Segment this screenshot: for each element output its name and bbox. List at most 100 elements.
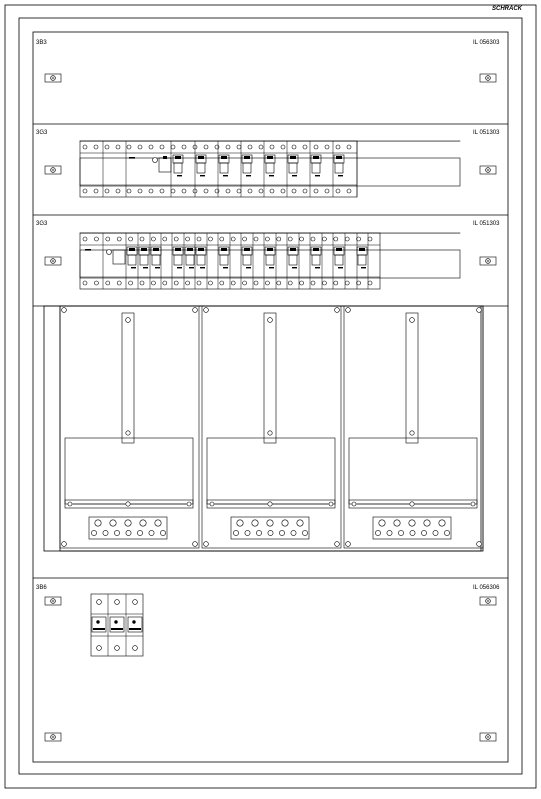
- breaker-mark: [315, 175, 320, 176]
- meter-window: [65, 438, 193, 504]
- terminal-hole: [252, 520, 258, 526]
- breaker-mark: [361, 267, 366, 268]
- breaker-mark: [315, 267, 320, 268]
- terminal-hole: [281, 189, 285, 193]
- terminal-hole: [94, 237, 98, 241]
- corner-screw: [346, 308, 351, 313]
- switch-handle: [93, 628, 105, 630]
- strap-screw: [126, 318, 131, 323]
- terminal-hole: [129, 281, 133, 285]
- terminal-hole: [345, 237, 349, 241]
- terminal-hole: [149, 189, 153, 193]
- terminal-hole: [215, 145, 219, 149]
- breaker-toggle: [313, 248, 319, 251]
- terminal-hole: [233, 530, 238, 535]
- terminal-hole: [125, 520, 131, 526]
- breaker-mark: [223, 267, 228, 268]
- terminal-hole: [336, 145, 340, 149]
- terminal-screw: [210, 502, 214, 506]
- terminal-hole: [311, 281, 315, 285]
- terminal-hole: [231, 237, 235, 241]
- terminal-hole: [174, 281, 178, 285]
- terminal-hole: [254, 237, 258, 241]
- breaker-mark: [223, 175, 228, 176]
- switch-terminal: [133, 600, 138, 605]
- breaker-toggle: [313, 156, 319, 159]
- terminal-hole: [314, 189, 318, 193]
- terminal-hole: [243, 281, 247, 285]
- terminal-hole: [140, 520, 146, 526]
- breaker-toggle: [336, 248, 342, 251]
- breaker-window: [140, 255, 148, 265]
- terminal-hole: [117, 237, 121, 241]
- terminal-hole: [186, 237, 190, 241]
- switch-handle: [129, 628, 141, 630]
- switch-handle: [111, 628, 123, 630]
- section-1-id: 3B3: [36, 40, 47, 46]
- terminal-hole: [231, 281, 235, 285]
- strap-screw: [410, 431, 414, 435]
- corner-screw: [62, 308, 67, 313]
- breaker-window: [174, 255, 182, 265]
- terminal-hole: [347, 145, 351, 149]
- breaker-toggle: [290, 248, 296, 251]
- meter-window: [207, 438, 335, 504]
- terminal-hole: [208, 237, 212, 241]
- section-3-id: 3G3: [36, 221, 47, 227]
- corner-screw: [477, 308, 482, 313]
- meter-window: [349, 438, 477, 504]
- terminal-hole: [291, 530, 296, 535]
- switch-pole-dot: [133, 621, 136, 624]
- terminal-hole: [110, 520, 116, 526]
- breaker-toggle: [267, 248, 273, 251]
- corner-screw: [204, 308, 209, 313]
- breaker-mark: [292, 267, 297, 268]
- breaker-toggle: [267, 156, 273, 159]
- terminal-hole: [421, 530, 426, 535]
- terminal-hole: [138, 145, 142, 149]
- breaker-toggle: [290, 156, 296, 159]
- breaker-toggle: [359, 248, 365, 251]
- terminal-hole: [137, 530, 142, 535]
- terminal-hole: [297, 520, 303, 526]
- switch-pole-dot: [115, 621, 118, 624]
- terminal-hole: [345, 281, 349, 285]
- section-2-id: 3G3: [36, 130, 47, 136]
- test-button: [153, 158, 158, 163]
- terminal-hole: [281, 145, 285, 149]
- module-block: [80, 141, 357, 197]
- terminal-hole: [325, 145, 329, 149]
- breaker-window: [152, 255, 160, 265]
- rcd-window: [159, 158, 171, 172]
- terminal-hole: [303, 145, 307, 149]
- terminal-hole: [302, 530, 307, 535]
- section-2-ref: IL 051303: [473, 130, 499, 136]
- breaker-mark: [292, 175, 297, 176]
- terminal-screw: [471, 502, 475, 506]
- breaker-toggle: [244, 156, 250, 159]
- terminal-hole: [106, 237, 110, 241]
- breaker-window: [174, 163, 182, 173]
- terminal-hole: [268, 530, 273, 535]
- strap-screw: [268, 318, 273, 323]
- breaker-toggle: [336, 156, 342, 159]
- terminal-screw: [268, 502, 272, 506]
- terminal-hole: [237, 145, 241, 149]
- terminal-hole: [116, 145, 120, 149]
- terminal-hole: [368, 281, 372, 285]
- meter-strap: [264, 313, 276, 443]
- corner-screw: [204, 542, 209, 547]
- terminal-hole: [171, 145, 175, 149]
- section-1-ref: IL 056303: [473, 40, 499, 46]
- terminal-hole: [265, 237, 269, 241]
- meter-panel: [344, 306, 483, 548]
- terminal-hole: [127, 189, 131, 193]
- terminal-hole: [174, 237, 178, 241]
- corner-screw: [477, 542, 482, 547]
- terminal-screw: [410, 502, 414, 506]
- terminal-hole: [171, 189, 175, 193]
- breaker-mark: [143, 267, 148, 268]
- switch-pole-dot: [97, 621, 100, 624]
- terminal-hole: [155, 520, 161, 526]
- terminal-hole: [347, 189, 351, 193]
